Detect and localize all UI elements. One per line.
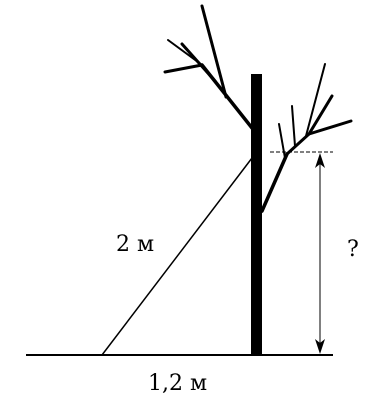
tree-branch-right [260, 63, 353, 213]
arrow-up-head [315, 153, 325, 168]
tree-branch-left [163, 4, 254, 130]
ladder-length-label: 2 м [116, 232, 154, 257]
ground-distance-label: 1,2 м [148, 371, 207, 396]
arrow-down-head [315, 339, 325, 354]
ladder-line [101, 157, 253, 356]
tree-trunk [251, 74, 262, 356]
unknown-height-label: ? [347, 237, 359, 262]
